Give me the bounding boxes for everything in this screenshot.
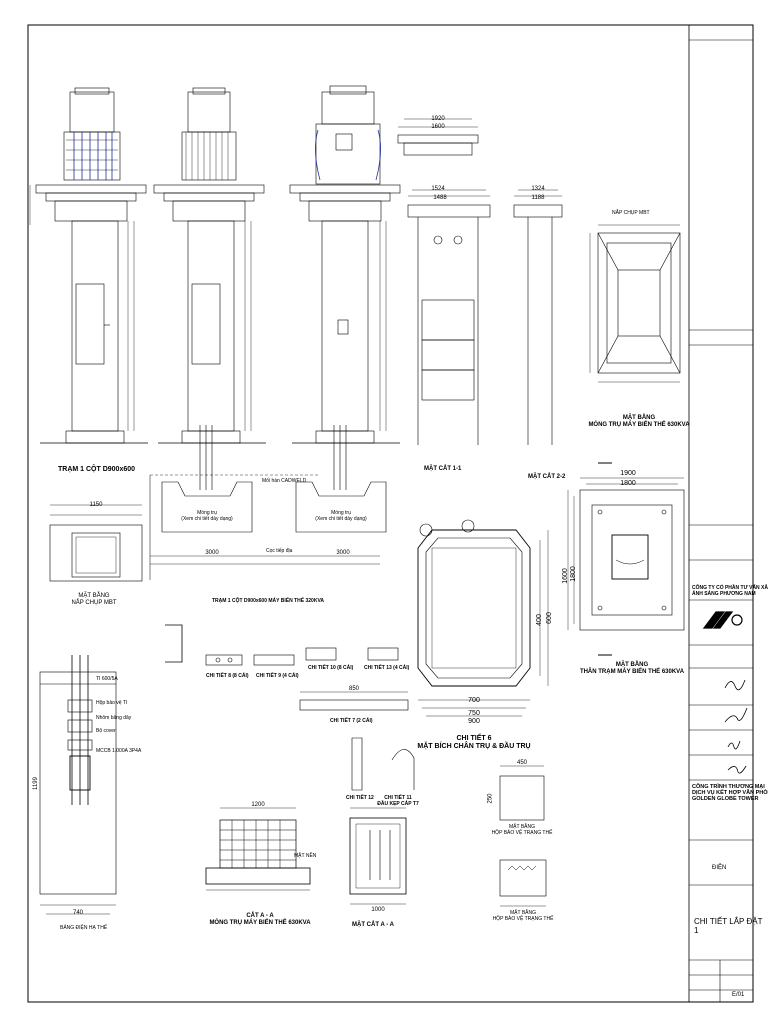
note-cadweld: Mối hàn CADWELD [262, 478, 307, 484]
dim-3000-left: 3000 [205, 550, 219, 556]
dim-250: 250 [487, 793, 494, 804]
signature-4 [727, 765, 747, 774]
panel-item: Nhôm bảng dây [96, 715, 132, 721]
project-name: CÔNG TRÌNH THƯƠNG MẠI DỊCH VỤ KẾT HỢP VĂ… [692, 784, 768, 802]
dim-1800: 1800 [620, 480, 636, 487]
plan-station-body [567, 462, 685, 656]
title-section-1-1: MẶT CẮT 1-1 [424, 466, 462, 472]
dim-1188: 1188 [531, 195, 545, 201]
title-box-1: MẶT BẰNG HỘP BẢO VỆ TRẠNG THẾ [491, 824, 553, 836]
dim-1600: 1600 [431, 124, 445, 130]
sheet-number: E/01 [732, 992, 745, 998]
dim-1900: 1900 [620, 470, 636, 477]
discipline: ĐIỆN [712, 865, 727, 871]
note-cover: NẮP CHỤP MBT [612, 210, 650, 216]
dim-750: 750 [468, 710, 480, 717]
sheet-title: CHI TIẾT LẮP ĐẶT 1 [694, 917, 763, 935]
title-foundation-plan: MẶT BẰNG MÓNG TRỤ MÁY BIẾN THẾ 630KVA [588, 415, 690, 428]
signature-3 [727, 740, 741, 750]
signature-2 [724, 707, 748, 723]
small-details-row [165, 624, 415, 791]
panel-item: Bộ cover [96, 728, 116, 734]
panel-item: TI 600/5A [96, 676, 118, 682]
protection-box-1 [499, 765, 545, 821]
dim-1488: 1488 [433, 195, 447, 201]
panel-item: MCCB 1.000A 3P4A [96, 748, 142, 754]
title-detail-9: CHI TIẾT 9 (4 CÁI) [256, 673, 299, 679]
title-section-a-a: MẶT CẮT A - A [352, 922, 394, 928]
title-section-2-2: MẶT CẮT 2-2 [528, 474, 566, 480]
dim-450: 450 [516, 760, 528, 766]
company-name: CÔNG TY CỔ PHẦN TƯ VẤN XÂY DỰNG ÁNH SÁNG… [692, 585, 768, 597]
plan-cover-small [49, 504, 143, 582]
dim-1000: 1000 [371, 907, 385, 913]
station-elevation-2 [149, 87, 380, 580]
dim-1324: 1324 [531, 186, 545, 192]
section-a-a [349, 807, 407, 905]
note-ground: MẶT NỀN [294, 853, 317, 859]
section-2-2 [513, 189, 563, 445]
title-block-frame [688, 24, 754, 1003]
dim-600: 600 [545, 612, 553, 624]
dim-1600-vert: 1600 [561, 568, 569, 584]
dim-3000-right: 3000 [336, 550, 350, 556]
lv-panel [39, 655, 117, 915]
title-detail-7: CHI TIẾT 7 (2 CÁI) [330, 718, 373, 724]
title-cut-a-a: CẮT A - A MÓNG TRỤ MÁY BIẾN THẾ 630KVA [209, 913, 311, 926]
note-ground-rod: Cọc tiếp địa [266, 548, 293, 554]
title-station-plan: MẶT BẰNG THÂN TRẠM MÁY BIẾN THẾ 630KVA [579, 662, 685, 675]
dim-900: 900 [468, 718, 480, 725]
title-detail-10: CHI TIẾT 10 (8 CÁI) [308, 665, 354, 671]
title-detail-11: CHI TIẾT 11 ĐẦU KẸP CÁP T7 [377, 795, 419, 807]
title-station-1: TRẠM 1 CỘT D900x600 [58, 466, 136, 473]
dim-1920: 1920 [431, 116, 445, 122]
note-foundation-1: Móng trụ (Xem chi tiết dày dạng) [181, 510, 233, 522]
dim-1800-vert: 1800 [569, 566, 577, 582]
sheet-border [27, 24, 754, 1003]
signature-1 [724, 679, 746, 691]
detail-6-flange [417, 519, 549, 717]
dim-1200: 1200 [251, 802, 265, 808]
dim-850: 850 [348, 686, 360, 692]
cut-a-a-foundation [205, 807, 311, 891]
dim-400: 400 [535, 614, 543, 626]
title-detail-6: CHI TIẾT 6 MẶT BÍCH CHÂN TRỤ & ĐẦU TRỤ [417, 735, 531, 750]
plan-transformer-foundation [589, 224, 681, 383]
note-foundation-2: Móng trụ (Xem chi tiết dày dạng) [315, 510, 367, 522]
title-box-2: MẶT BẰNG HỘP BẢO VỆ TRẠNG THẾ [492, 910, 554, 922]
company-logo [702, 611, 743, 629]
dim-740: 740 [72, 910, 84, 916]
panel-item: Hộp bảo vệ TI [96, 700, 128, 706]
dim-1150: 1150 [89, 502, 103, 508]
dim-1199: 1199 [32, 777, 39, 790]
title-lv-panel: BẢNG ĐIỆN HẠ THẾ [60, 925, 108, 931]
station-elevation-3 [289, 85, 401, 533]
title-detail-12: CHI TIẾT 12 [346, 795, 374, 801]
section-1-1 [397, 118, 491, 445]
title-detail-13: CHI TIẾT 13 (4 CÁI) [364, 665, 410, 671]
station-elevation-1 [29, 87, 148, 444]
protection-box-2 [499, 859, 547, 907]
title-detail-8: CHI TIẾT 8 (8 CÁI) [206, 673, 249, 679]
dim-1524: 1524 [431, 186, 445, 192]
title-cover-plan: MẶT BẰNG NẮP CHỤP MBT [71, 593, 117, 606]
dim-700: 700 [468, 697, 480, 704]
title-station-2: TRẠM 1 CỘT D900x600 MÁY BIẾN THẾ 320KVA [211, 598, 325, 604]
